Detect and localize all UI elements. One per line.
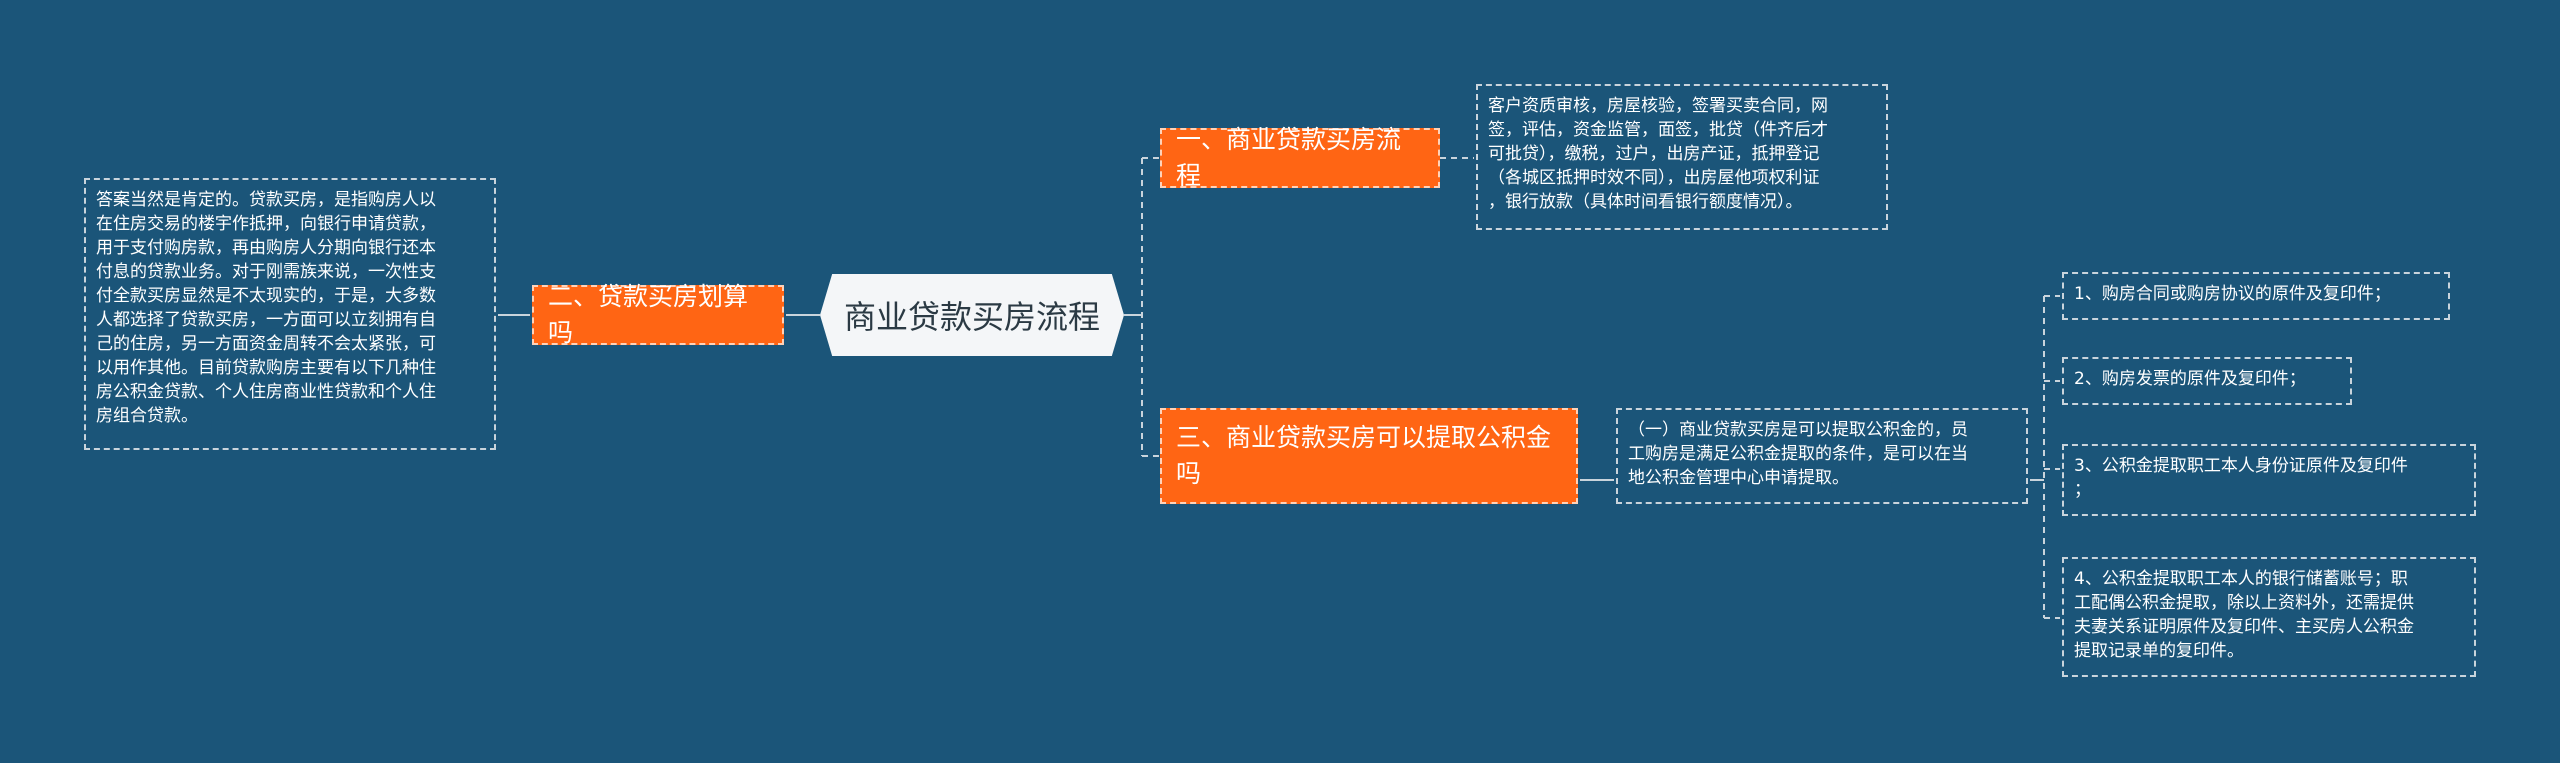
topic-commercial-loan-process[interactable]: 一、商业贷款买房流程 <box>1160 125 1440 190</box>
list-item[interactable]: 3、公积金提取职工本人身份证原件及复印件 ； <box>2062 444 2476 516</box>
detail-loan-worth-it[interactable]: 答案当然是肯定的。贷款买房，是指购房人以 在住房交易的楼宇作抵押，向银行申请贷款… <box>84 178 496 450</box>
detail-commercial-loan-process[interactable]: 客户资质审核，房屋核验，签署买卖合同，网 签，评估，资金监管，面签，批贷（件齐后… <box>1476 84 1888 230</box>
central-topic[interactable]: 商业贷款买房流程 <box>820 274 1124 356</box>
detail-provident-fund-withdrawal[interactable]: （一）商业贷款买房是可以提取公积金的，员 工购房是满足公积金提取的条件，是可以在… <box>1616 408 2028 504</box>
topic-provident-fund-withdrawal[interactable]: 三、商业贷款买房可以提取公积金 吗 <box>1160 408 1578 504</box>
list-item[interactable]: 1、购房合同或购房协议的原件及复印件； <box>2062 272 2450 320</box>
list-item[interactable]: 2、购房发票的原件及复印件； <box>2062 357 2352 405</box>
topic-loan-worth-it[interactable]: 二、贷款买房划算吗 <box>532 282 784 347</box>
list-item[interactable]: 4、公积金提取职工本人的银行储蓄账号；职 工配偶公积金提取，除以上资料外，还需提… <box>2062 557 2476 677</box>
